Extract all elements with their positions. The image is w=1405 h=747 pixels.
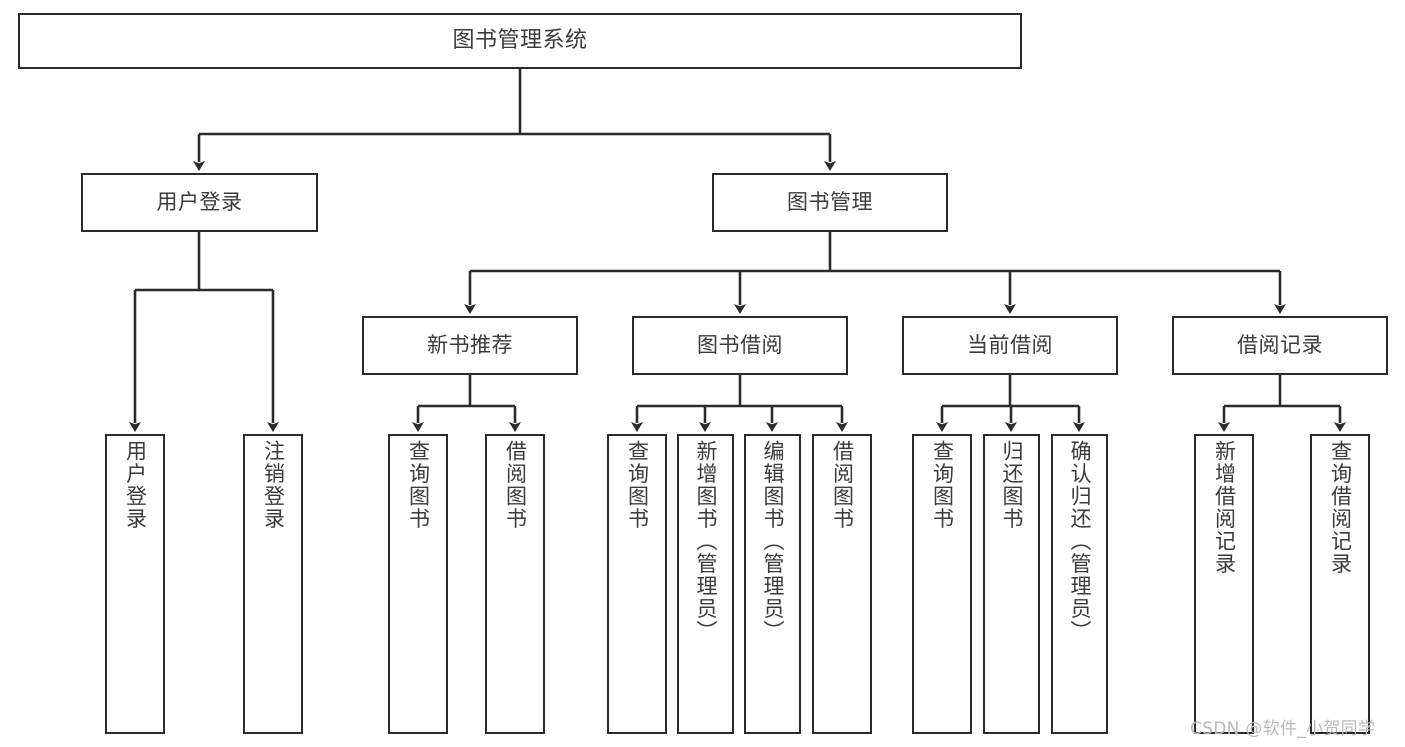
node-leaf-add-record[interactable]: 新增借阅记录 <box>1194 434 1254 734</box>
node-leaf-user-logout[interactable]: 注销登录 <box>243 434 303 734</box>
watermark: CSDN @软件_小贺同学 <box>1190 719 1376 739</box>
node-leaf-query-book-3-label: 查询图书 <box>930 440 955 530</box>
connectors-book-borrow <box>631 375 848 432</box>
connectors-current-borrow <box>936 375 1085 432</box>
node-book-borrow[interactable]: 图书借阅 <box>632 316 848 375</box>
node-leaf-borrow-book-1-label: 借阅图书 <box>503 440 528 530</box>
node-current-borrow-label: 当前借阅 <box>967 333 1053 358</box>
connectors-root <box>193 69 836 171</box>
node-book-manage-label: 图书管理 <box>787 190 873 215</box>
node-leaf-query-book-2-label: 查询图书 <box>625 440 650 530</box>
node-leaf-query-book-1[interactable]: 查询图书 <box>388 434 448 734</box>
node-new-book-recommend-label: 新书推荐 <box>427 333 513 358</box>
node-book-manage[interactable]: 图书管理 <box>712 173 948 232</box>
node-user-login[interactable]: 用户登录 <box>81 173 318 232</box>
node-user-login-label: 用户登录 <box>156 190 243 215</box>
node-leaf-user-logout-label: 注销登录 <box>261 440 286 530</box>
node-leaf-query-record-label: 查询借阅记录 <box>1328 440 1353 575</box>
connectors-user-login <box>129 232 279 432</box>
node-leaf-user-login-label: 用户登录 <box>123 440 148 530</box>
node-leaf-edit-book-label: 编辑图书（管理员） <box>761 440 785 643</box>
node-borrow-record-label: 借阅记录 <box>1237 333 1323 358</box>
node-new-book-recommend[interactable]: 新书推荐 <box>362 316 578 375</box>
node-leaf-confirm-return[interactable]: 确认归还（管理员） <box>1051 434 1108 734</box>
node-leaf-borrow-book-2[interactable]: 借阅图书 <box>812 434 872 734</box>
node-leaf-add-book[interactable]: 新增图书（管理员） <box>677 434 734 734</box>
node-root-label: 图书管理系统 <box>452 28 588 54</box>
node-leaf-add-record-label: 新增借阅记录 <box>1212 440 1237 575</box>
node-leaf-return-book-label: 归还图书 <box>1000 440 1024 530</box>
node-book-borrow-label: 图书借阅 <box>697 333 783 358</box>
node-leaf-query-book-1-label: 查询图书 <box>406 440 431 530</box>
node-root[interactable]: 图书管理系统 <box>18 13 1022 69</box>
node-leaf-user-login[interactable]: 用户登录 <box>105 434 165 734</box>
node-leaf-borrow-book-2-label: 借阅图书 <box>830 440 855 530</box>
node-leaf-query-book-2[interactable]: 查询图书 <box>607 434 667 734</box>
node-leaf-return-book[interactable]: 归还图书 <box>983 434 1040 734</box>
node-borrow-record[interactable]: 借阅记录 <box>1172 316 1388 375</box>
node-leaf-borrow-book-1[interactable]: 借阅图书 <box>485 434 545 734</box>
node-leaf-edit-book[interactable]: 编辑图书（管理员） <box>744 434 801 734</box>
node-leaf-confirm-return-label: 确认归还（管理员） <box>1068 440 1092 643</box>
connectors-new-book-recommend <box>412 375 521 432</box>
node-leaf-query-book-3[interactable]: 查询图书 <box>912 434 972 734</box>
connectors-book-manage <box>464 232 1286 314</box>
node-current-borrow[interactable]: 当前借阅 <box>902 316 1118 375</box>
node-leaf-add-book-label: 新增图书（管理员） <box>694 440 718 643</box>
node-leaf-query-record[interactable]: 查询借阅记录 <box>1310 434 1370 734</box>
connectors-borrow-record <box>1218 375 1346 432</box>
